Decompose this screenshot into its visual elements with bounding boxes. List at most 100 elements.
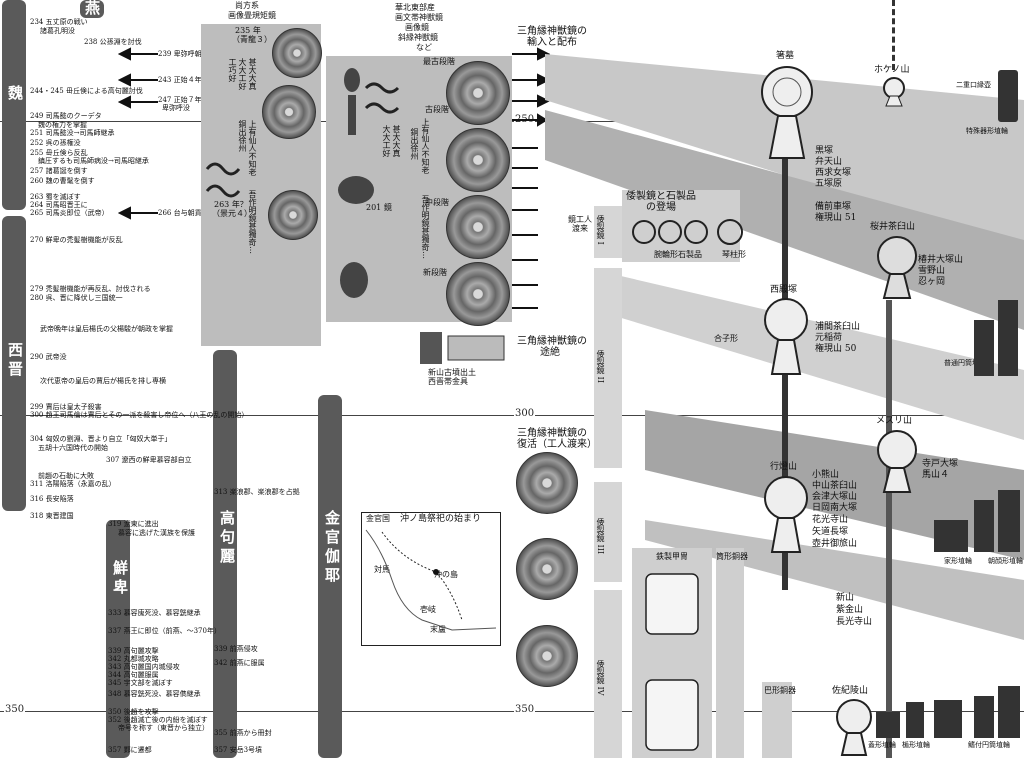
inscription: 上有仙人不知老	[421, 118, 430, 174]
haniwa-label: 二重口縁壺	[956, 81, 991, 89]
site-name: 椿井大塚山	[918, 255, 964, 265]
end-title: 三角縁神獣鏡の	[517, 336, 587, 347]
xianbei-label: 鮮卑	[111, 560, 129, 598]
event-wei: 244・245 毌丘倹による高句麗討伐	[30, 87, 143, 95]
event-east: 319 遼東に進出	[108, 520, 159, 528]
tomb-keyhole	[877, 236, 917, 299]
site-name: 権現山 51	[815, 213, 857, 223]
event-jin: 318 東晋建国	[30, 512, 74, 520]
event-goguryeo: 339 前燕侵攻	[214, 645, 258, 653]
event-jin: 316 長安陥落	[30, 495, 74, 503]
wei-label: 魏	[6, 85, 24, 104]
event-wei: 263 蜀を滅ぼす	[30, 193, 81, 201]
goguryeo-label: 高句麗	[218, 510, 236, 567]
site-name: 五塚原	[815, 179, 843, 189]
tomb-keyhole	[764, 476, 808, 553]
sankaku-mirror	[446, 128, 510, 192]
tomb-name: 桜井茶臼山	[870, 222, 916, 232]
event-goguryeo: 357 安岳3号墳	[214, 746, 263, 754]
site-name: 矢道長塚	[812, 527, 849, 537]
haniwa-figure	[974, 500, 994, 552]
bracelet-icons	[632, 219, 743, 245]
tribute-arrows	[118, 47, 158, 220]
jin-label: 西晋	[6, 342, 24, 380]
inscription: 工巧好	[228, 58, 237, 82]
haniwa-figure	[934, 520, 968, 552]
gaya-band	[318, 395, 342, 758]
site-name: 権現山 50	[815, 344, 857, 354]
event-wei: 238 公孫淵を討伐	[84, 38, 142, 46]
haniwa-label: 朝顔形埴輪	[988, 557, 1023, 565]
inscription: 上有仙人不知老	[248, 120, 257, 176]
haniwa-figure	[998, 300, 1018, 376]
haniwa-label: 特殊器形埴輪	[966, 127, 1008, 135]
event-jin: 300 趙王司馬倫は賈后とその一派を殺害し帝位へ（八王の乱の開始）	[30, 411, 249, 419]
event-jin: 280 呉、晋に降伏し三国統一	[30, 294, 123, 302]
site-name: 雪野山	[918, 266, 946, 276]
event-east: 345 宇文部を滅ぼす	[108, 679, 173, 687]
map-label: 壱岐	[420, 605, 436, 614]
event-jin: 五胡十六国時代の開始	[38, 444, 108, 452]
event-jin: 307 遼西の鮮卑慕容部自立	[106, 456, 192, 464]
stage-label: 古段階	[425, 105, 449, 114]
panel-title: 尚方系	[235, 1, 259, 10]
sword-panel	[716, 548, 744, 758]
tomb-name: 箸墓	[776, 51, 795, 61]
year-label-350-mid: 350	[514, 704, 536, 715]
event-east: 帝号を称す（東晋から独立）	[118, 724, 209, 732]
wei-band	[2, 0, 26, 210]
panel-year: 235 年	[235, 26, 261, 35]
wasei-phase-2	[594, 268, 622, 468]
scroll-ornament	[205, 162, 241, 198]
site-name: 紫金山	[836, 605, 864, 615]
event-wei: 257 諸葛誕を倒す	[30, 167, 88, 175]
revival-mirror	[516, 625, 578, 687]
sankaku-mirror	[446, 195, 510, 259]
inscription: 大大工好	[238, 58, 247, 90]
panel-year: 263 年？	[214, 200, 248, 209]
phase-label: 倭製鏡 IV	[596, 660, 605, 696]
yan-band	[80, 0, 104, 18]
event-jin: 304 匈奴の劉淵、晋より自立「匈奴大単于」	[30, 435, 172, 443]
year-label-350: 350	[4, 704, 26, 715]
xianbei-band	[106, 520, 130, 758]
import-arrows	[512, 47, 550, 309]
panel-title: 画文帯神獣鏡	[395, 13, 443, 22]
site-name: 西求女塚	[815, 168, 852, 178]
tomb-name: メスリ山	[876, 416, 913, 426]
map-label: 金官国	[366, 514, 390, 523]
phase-label: 倭製鏡 II	[596, 350, 605, 383]
event-east: 357 鄴に遷都	[108, 746, 152, 754]
event-jin: 270 鮮卑の禿髪樹機能が反乱	[30, 236, 123, 244]
event-east: 343 高句麗国内城侵攻	[108, 663, 180, 671]
event-goguryeo: 313 楽浪郡、楽浪郡を占拠	[214, 488, 300, 496]
site-name: 長光寺山	[836, 617, 873, 627]
mirror-image	[272, 28, 322, 78]
map-title: 沖ノ島祭祀の始まり	[400, 514, 482, 524]
event-wei: 264 司馬昭晋王に	[30, 201, 88, 209]
map-label: 対馬	[374, 565, 390, 574]
arrow-label: 239 卑弥呼朝貢	[158, 50, 209, 58]
site-name: 元稲荷	[815, 333, 843, 343]
event-east: 339 高句麗攻撃	[108, 647, 159, 655]
year-label-300-mid: 300	[514, 408, 536, 419]
haniwa-label: 鰭付円筒埴輪	[968, 741, 1010, 749]
meseriyama-line	[886, 300, 892, 758]
wasei-phase-4	[594, 590, 622, 758]
revival-mirror	[516, 538, 578, 600]
site-name: 黒塚	[815, 146, 834, 156]
event-wei: 234 五丈原の戦い	[30, 18, 88, 26]
event-jin: 290 武帝没	[30, 353, 67, 361]
arrow-label: 247 正始７年	[158, 96, 202, 104]
tomb-keyhole	[883, 77, 905, 107]
haniwa-label: 蓋形埴輪	[868, 741, 896, 749]
site-name: 小熊山	[812, 470, 840, 480]
event-wei: 255 毌丘倹ら反乱	[30, 149, 88, 157]
map-route	[365, 529, 497, 631]
haniwa-figure	[998, 490, 1020, 552]
year-line-300	[0, 415, 1024, 416]
event-east: 344 高句麗服属	[108, 671, 159, 679]
sankaku-mirror	[446, 61, 510, 125]
event-east: 348 慕容皝死没、慕容儁継承	[108, 690, 201, 698]
hokenoyama-dash	[892, 0, 898, 70]
